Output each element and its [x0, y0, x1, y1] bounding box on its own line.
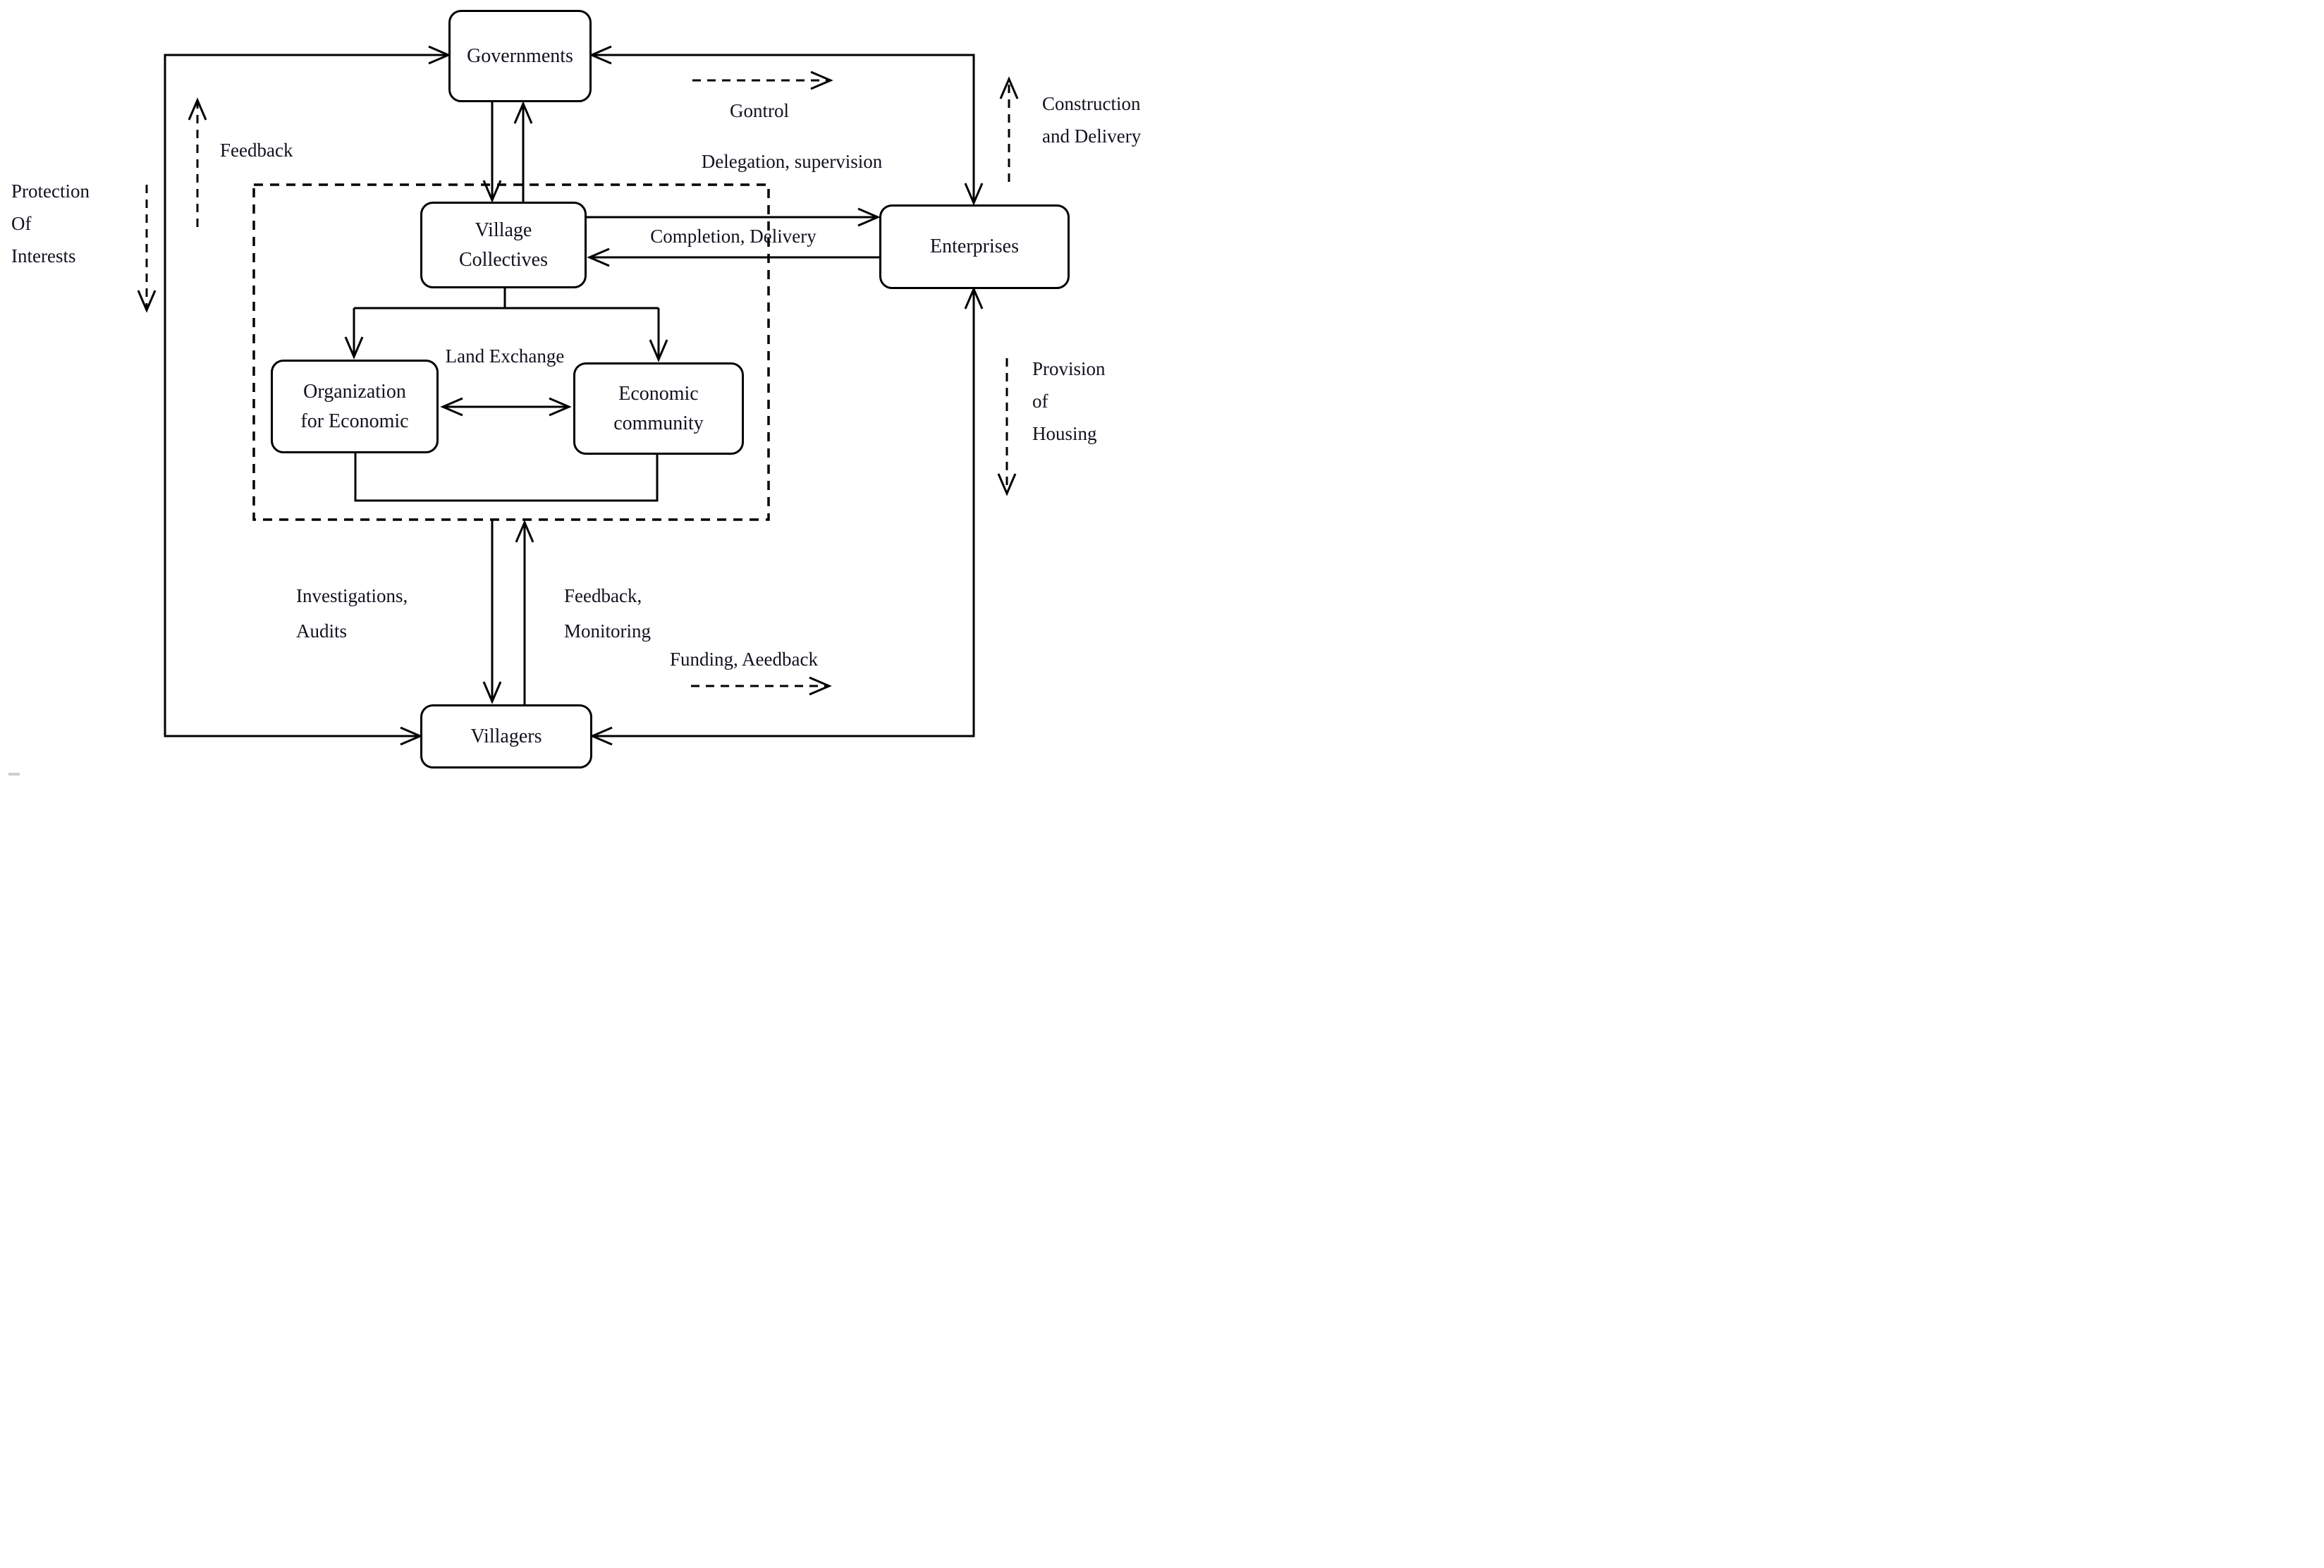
diagram-figure: Governments Village Collectives Enterpri… — [0, 0, 1162, 784]
label-feedback: Feedback — [220, 140, 293, 161]
edge-enterprises-villagers — [589, 286, 984, 746]
label-delegation-supervision: Delegation, supervision — [701, 151, 883, 172]
node-economic-community: Economic community — [573, 362, 744, 455]
edge-collectives-branch — [354, 288, 659, 310]
edge-inner-bottom-connector — [354, 453, 659, 502]
scan-artifact-mark — [8, 773, 20, 776]
label-provision-of-housing: Provision of Housing — [1032, 358, 1106, 444]
label-control: Gontrol — [730, 100, 789, 121]
edge-governments-enterprises — [589, 45, 984, 206]
node-organization-for-economic: Organization for Economic — [271, 360, 439, 453]
node-governments: Governments — [448, 10, 592, 102]
label-construction-delivery: Construction and Delivery — [1042, 93, 1142, 147]
label-funding-feedback: Funding, Aeedback — [670, 649, 818, 670]
diagram-canvas — [137, 45, 1019, 746]
label-completion-delivery: Completion, Delivery — [650, 226, 817, 247]
dashed-collective-zone-border — [252, 183, 770, 521]
label-protection-of-interests: Protection Of Interests — [11, 180, 90, 267]
node-enterprises: Enterprises — [879, 204, 1070, 289]
label-feedback-monitoring: Feedback, Monitoring — [564, 585, 652, 642]
node-village-collectives: Village Collectives — [420, 202, 587, 288]
label-investigations-audits: Investigations, Audits — [296, 585, 408, 642]
edge-left-loop-governments-villagers — [164, 45, 451, 746]
label-land-exchange: Land Exchange — [445, 345, 565, 367]
node-villagers: Villagers — [420, 704, 592, 768]
